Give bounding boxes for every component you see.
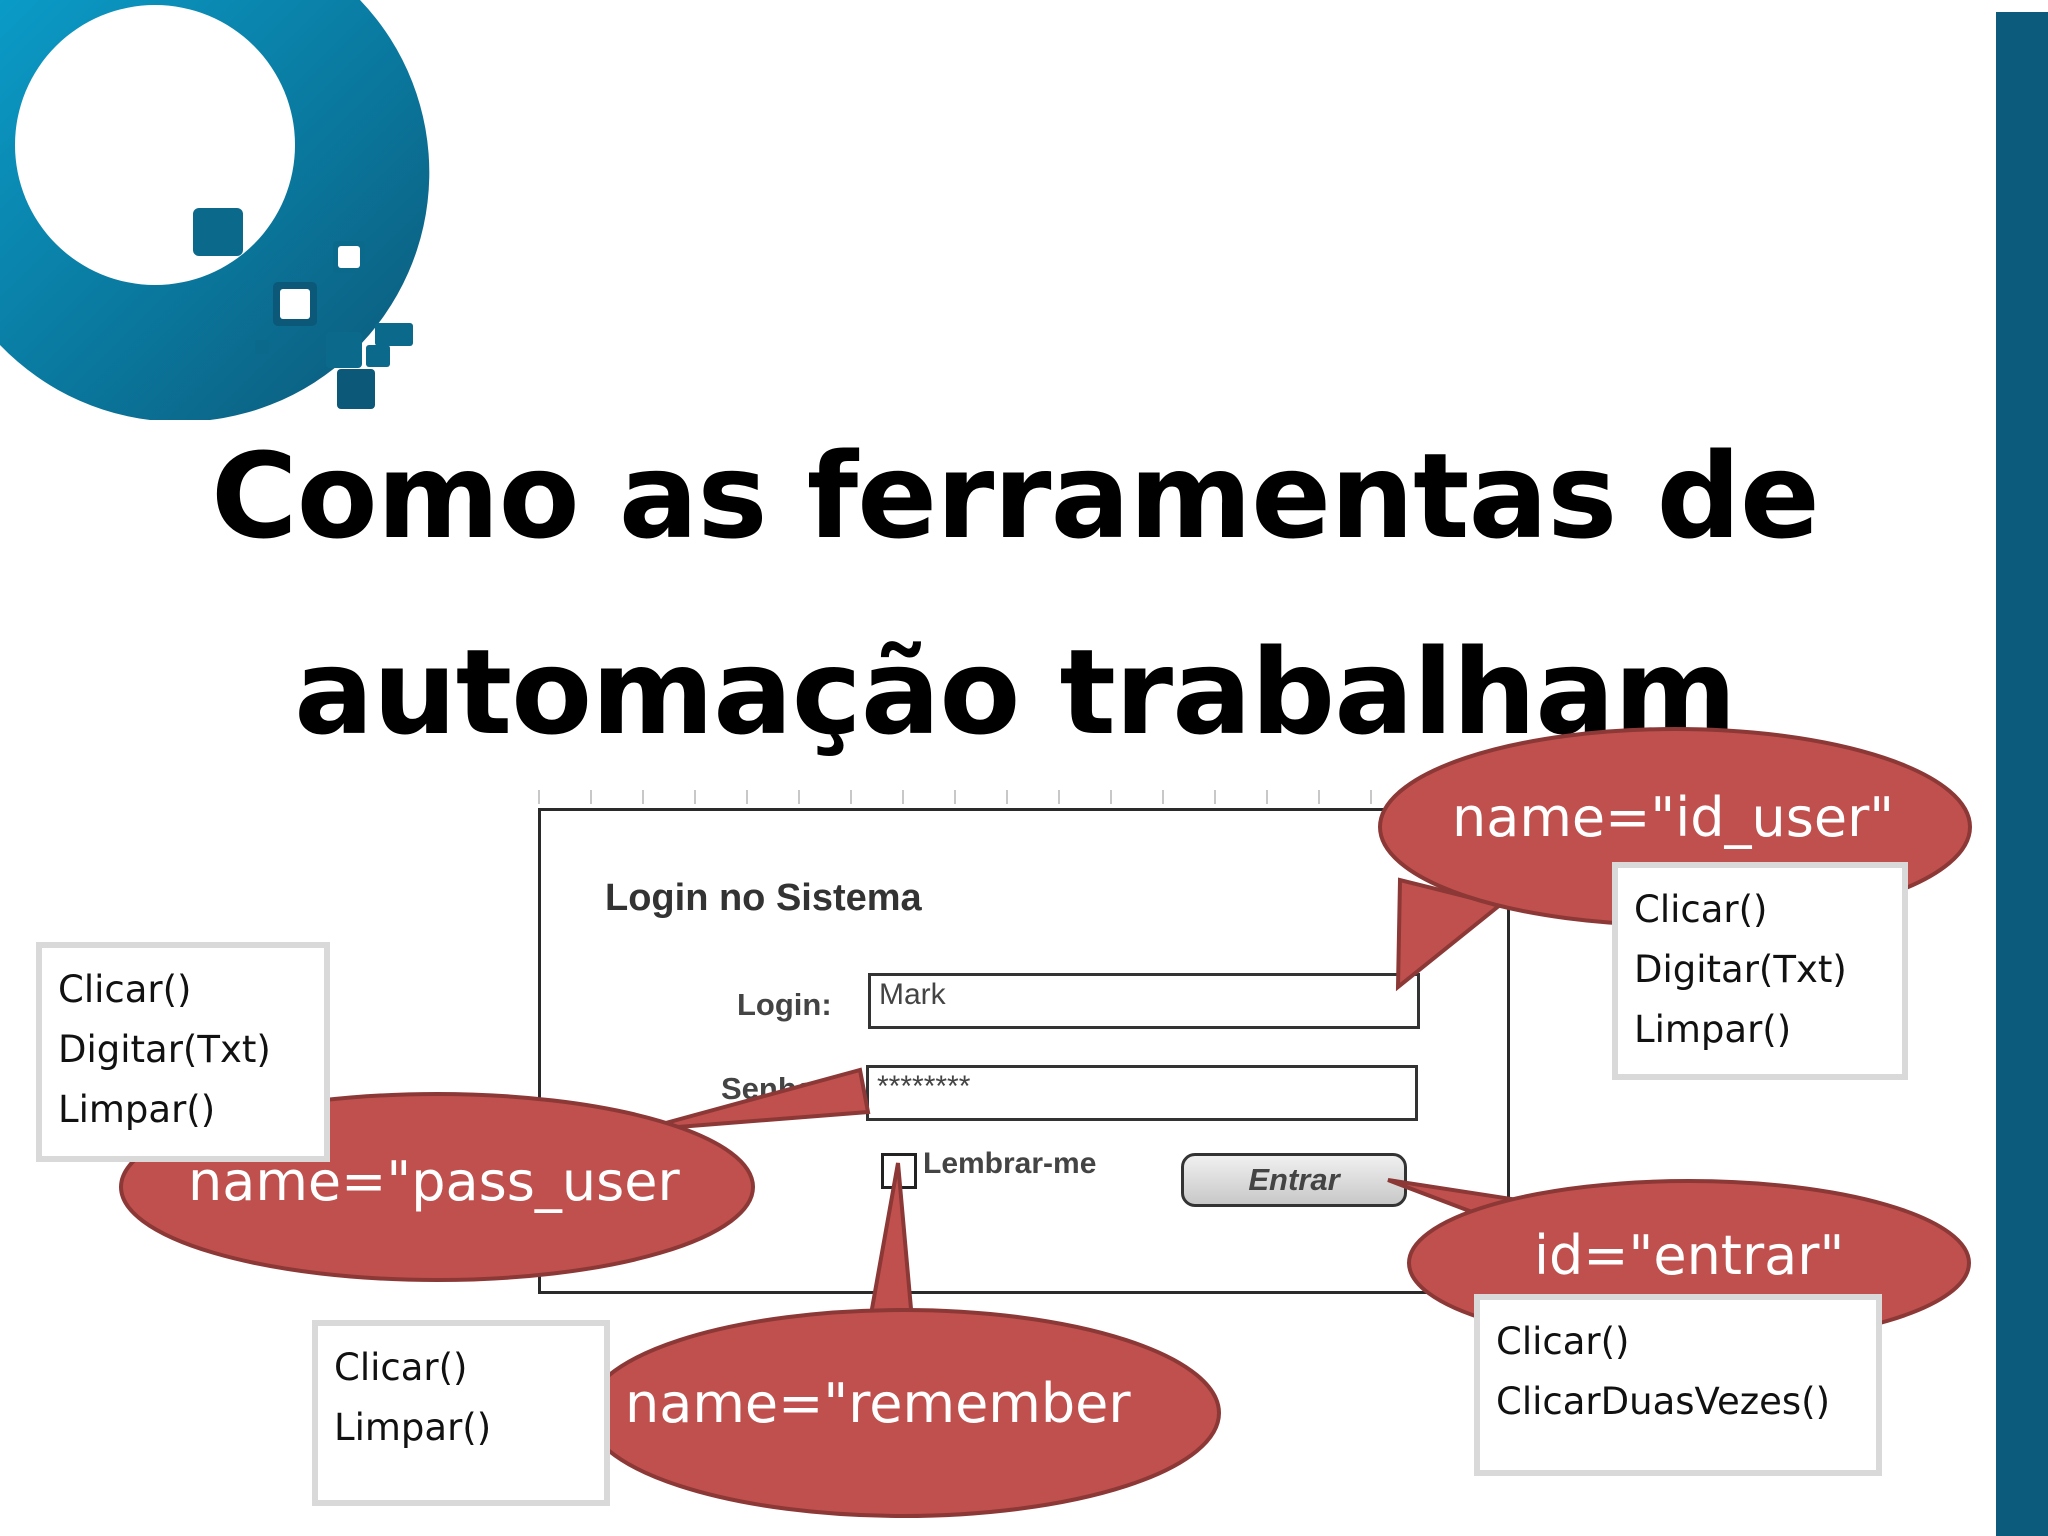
remember-attribute: name="remember <box>625 1372 1131 1435</box>
method-item: Limpar() <box>1634 1008 1792 1051</box>
method-item: ClicarDuasVezes() <box>1496 1380 1831 1423</box>
method-item: Digitar(Txt) <box>58 1028 271 1071</box>
slide-title-line-2: automação trabalham <box>294 623 1737 761</box>
pass-user-callout-tail <box>639 1067 871 1132</box>
method-item: Clicar() <box>1496 1320 1630 1363</box>
remember-methods-box: Clicar() Limpar() <box>312 1320 610 1506</box>
password-input[interactable]: ******** <box>866 1065 1418 1121</box>
pass-user-methods-box: Clicar() Digitar(Txt) Limpar() <box>36 942 330 1162</box>
method-item: Digitar(Txt) <box>1634 948 1847 991</box>
login-label: Login: <box>737 987 832 1022</box>
mockup-ruler <box>538 790 1510 804</box>
method-item: Clicar() <box>1634 888 1768 931</box>
login-form-title: Login no Sistema <box>605 877 922 919</box>
method-item: Clicar() <box>58 968 192 1011</box>
remember-label: Lembrar-me <box>923 1147 1097 1180</box>
login-input[interactable]: Mark <box>868 973 1420 1029</box>
company-logo <box>0 0 430 420</box>
entrar-attribute: id="entrar" <box>1534 1224 1845 1287</box>
slide-title-line-1: Como as ferramentas de <box>211 427 1820 565</box>
remember-callout-tail <box>867 1162 915 1322</box>
brand-sidebar-bar <box>1996 12 2048 1536</box>
slide-title: Como as ferramentas de automação trabalh… <box>120 398 1910 790</box>
method-item: Clicar() <box>334 1346 468 1389</box>
method-item: Limpar() <box>334 1406 492 1449</box>
id-user-methods-box: Clicar() Digitar(Txt) Limpar() <box>1612 862 1908 1080</box>
entrar-methods-box: Clicar() ClicarDuasVezes() <box>1474 1294 1882 1476</box>
method-item: Limpar() <box>58 1088 216 1131</box>
id-user-attribute: name="id_user" <box>1452 786 1895 849</box>
entrar-button[interactable]: Entrar <box>1181 1153 1407 1207</box>
